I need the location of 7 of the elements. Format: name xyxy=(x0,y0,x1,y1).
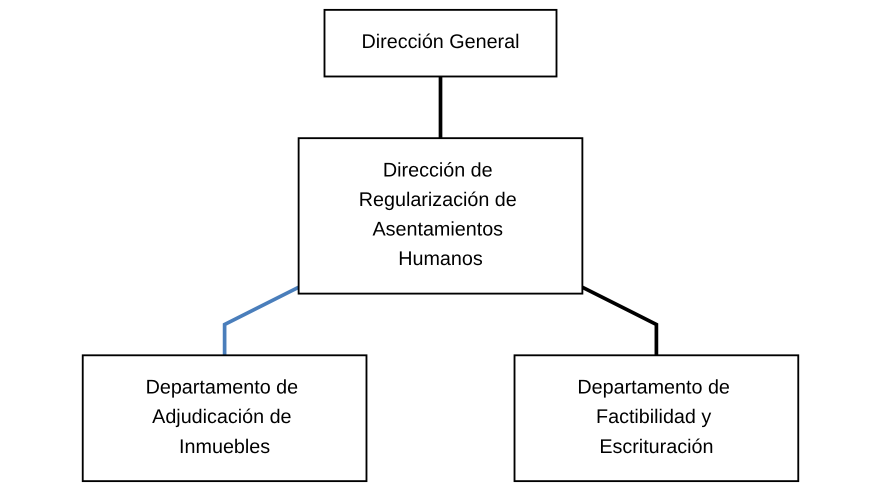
connector xyxy=(582,286,658,356)
connector xyxy=(438,76,442,138)
node-box: Departamento de Adjudicación de Inmuebles xyxy=(82,354,368,482)
node-box: Departamento de Factibilidad y Escrituración xyxy=(514,354,800,482)
node-box: Dirección de Regularización de Asentamientos Humanos xyxy=(298,137,584,295)
node-box: Dirección General xyxy=(324,8,558,78)
connector xyxy=(222,286,300,356)
